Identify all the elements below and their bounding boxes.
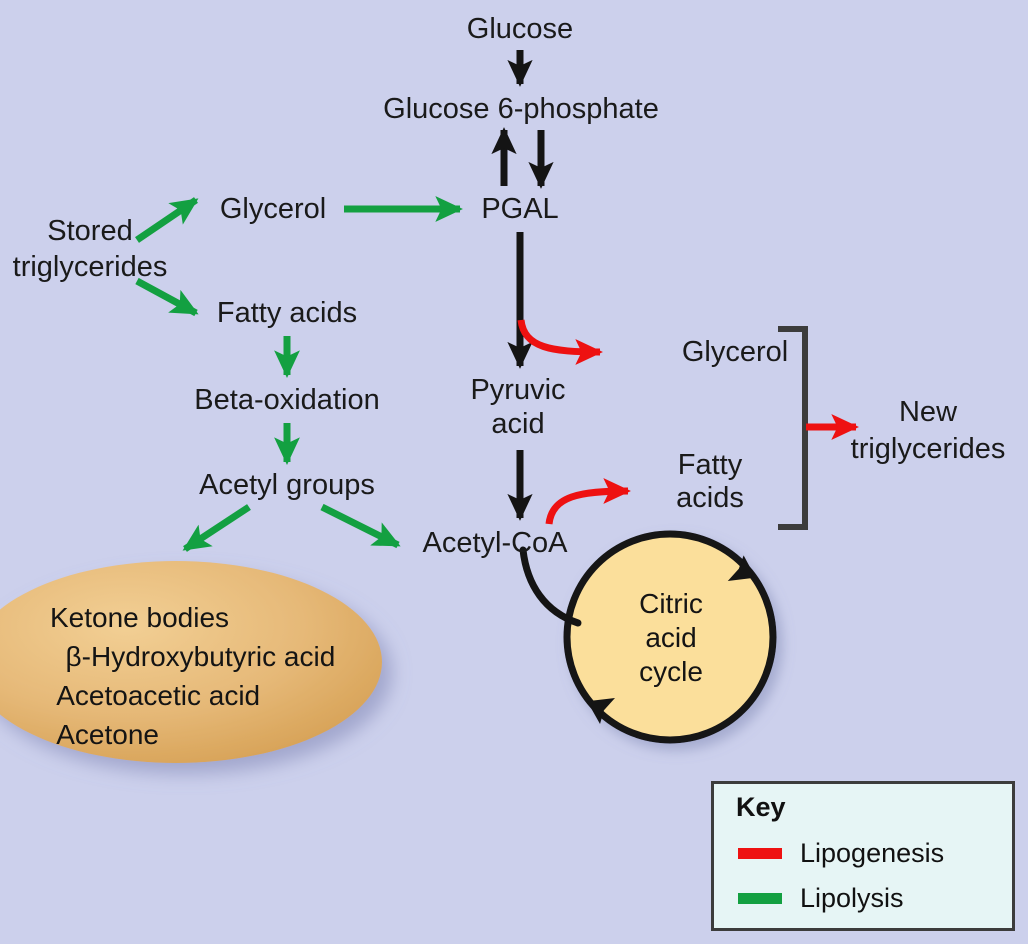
ketone-bodies-line-3: Acetoacetic acid <box>50 680 261 711</box>
citric-acid-cycle-circle <box>563 530 777 744</box>
curve-acetylcoa-to-cycle <box>519 546 582 627</box>
cycle-arrowhead-bottom <box>587 697 615 724</box>
lipogenesis-color-swatch <box>738 847 782 859</box>
arrow-pgal-to-glycerol-lipogenesis <box>517 319 603 365</box>
arrow-acetylgroups-to-acetylcoa <box>320 503 401 549</box>
citric-acid-cycle-line-3: cycle <box>639 656 703 687</box>
ketone-bodies-ellipse <box>0 561 382 763</box>
key-legend-box: Key Lipogenesis Lipolysis <box>711 781 1015 931</box>
ketone-bodies-line-2: β-Hydroxybutyric acid <box>50 641 336 672</box>
arrow-acetylgroups-to-ketonebodies <box>182 504 251 552</box>
citric-acid-cycle-line-2: acid <box>645 622 697 653</box>
arrow-acetylcoa-to-fattyacids-lipogenesis <box>545 478 631 525</box>
cycle-arrowhead-top <box>727 555 756 581</box>
arrow-storedtri-to-fattyacids <box>135 277 199 317</box>
lipolysis-color-swatch <box>738 892 782 904</box>
key-row-lipolysis: Lipolysis <box>738 881 904 915</box>
arrow-storedtri-to-glycerol <box>135 197 199 243</box>
key-label-lipogenesis: Lipogenesis <box>800 837 945 868</box>
ketone-bodies-line-1: Ketone bodies <box>50 602 230 633</box>
key-row-lipogenesis: Lipogenesis <box>738 836 944 870</box>
key-title: Key <box>736 792 786 822</box>
citric-acid-cycle-line-1: Citric <box>639 588 703 619</box>
key-label-lipolysis: Lipolysis <box>800 882 904 913</box>
ketone-bodies-line-4: Acetone <box>50 719 159 750</box>
grouping-bracket <box>778 326 808 530</box>
